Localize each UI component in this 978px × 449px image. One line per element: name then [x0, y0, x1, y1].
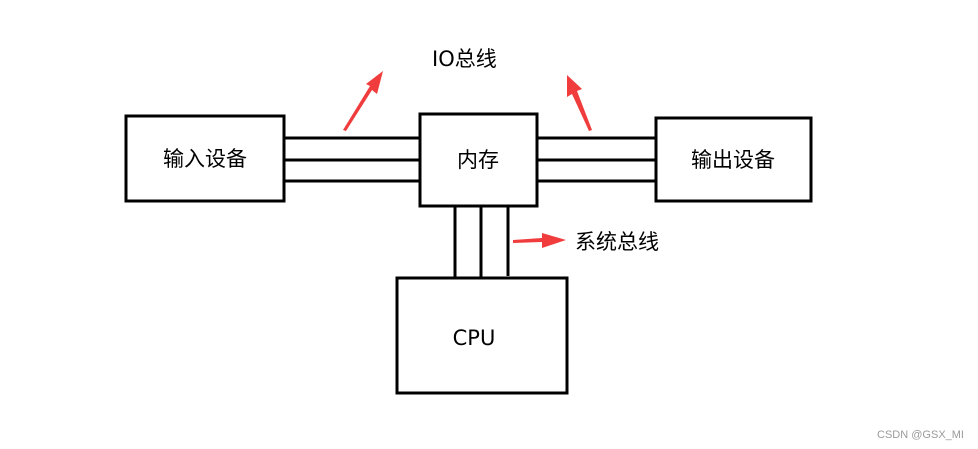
cpu-node: CPU	[395, 276, 569, 395]
memory-label: 内存	[457, 148, 499, 172]
watermark: CSDN @GSX_MI	[877, 429, 964, 441]
io-bus-left	[284, 136, 420, 183]
arrow-icon-system-bus	[513, 233, 566, 248]
arrow-icon-io-left	[343, 71, 383, 131]
output-device-node: 输出设备	[654, 116, 813, 203]
memory-box	[418, 112, 539, 208]
input-device-label: 输入设备	[163, 147, 247, 171]
output-device-box	[654, 116, 813, 203]
arrow-icon-io-right	[567, 75, 592, 131]
cpu-label: CPU	[453, 326, 496, 350]
system-bus	[453, 206, 510, 281]
input-device-box	[124, 114, 286, 203]
output-device-label: 输出设备	[691, 148, 775, 172]
memory-node: 内存	[418, 112, 539, 208]
input-device-node: 输入设备	[124, 114, 286, 203]
io-bus-right	[537, 136, 656, 183]
cpu-box	[395, 276, 569, 395]
system-bus-label: 系统总线	[575, 230, 659, 254]
io-bus-label: IO总线	[432, 47, 497, 71]
